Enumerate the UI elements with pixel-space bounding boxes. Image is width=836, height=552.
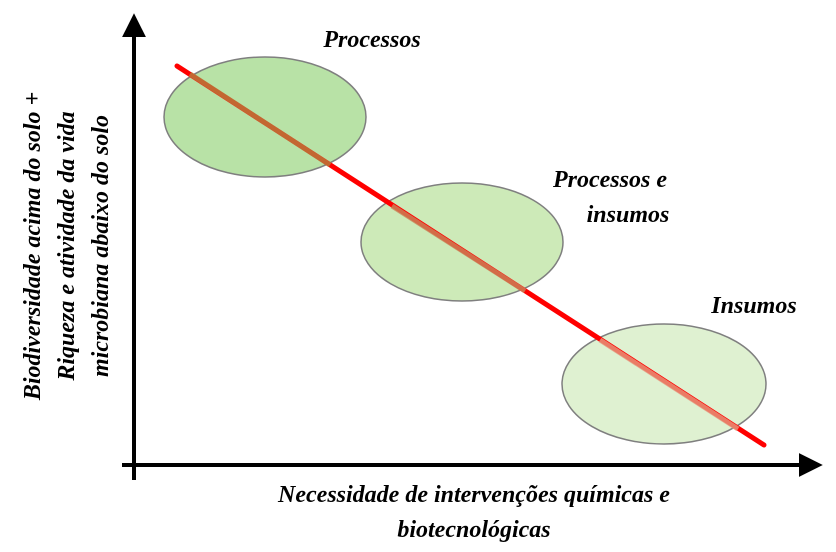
trend-line-overlay-3 xyxy=(598,337,740,432)
zone-label-processos-e-insumos-line1: Processos e xyxy=(552,167,667,193)
x-axis-label-line1: Necessidade de intervenções químicas e xyxy=(277,482,670,508)
zone-label-insumos: Insumos xyxy=(710,293,796,319)
zone-label-processos: Processos xyxy=(322,27,420,53)
trend-line-overlay-1 xyxy=(188,71,332,168)
y-axis-label-line3: microbiana abaixo do solo xyxy=(88,115,114,377)
y-axis-label-line2: Riqueza e atividade da vida xyxy=(54,111,80,381)
y-axis-label-line1: Biodiversidade acima do solo + xyxy=(20,92,46,401)
zone-label-processos-e-insumos-line2: insumos xyxy=(587,202,670,228)
zone-ellipse-processos-e-insumos xyxy=(360,182,564,302)
trend-line-overlay-2 xyxy=(390,203,527,294)
x-axis-label-line2: biotecnológicas xyxy=(397,517,550,543)
